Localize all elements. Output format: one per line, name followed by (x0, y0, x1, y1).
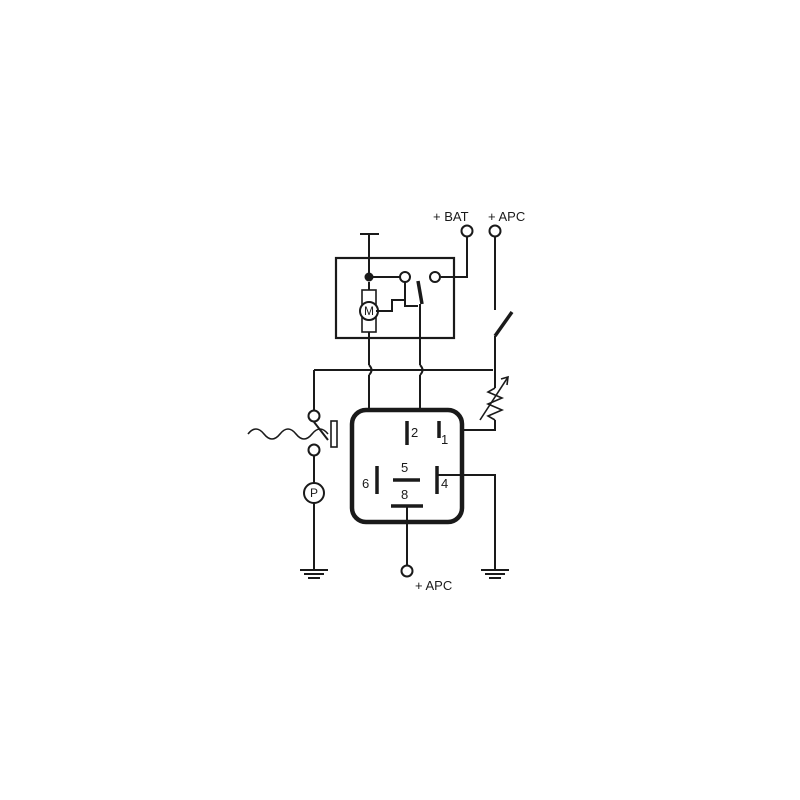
apc-switch-blade (493, 310, 514, 338)
pump-symbol: P (310, 486, 318, 500)
relay-pin-6-label: 6 (362, 476, 369, 491)
apc-terminal-bottom (400, 564, 414, 578)
motor-module-box (334, 256, 456, 340)
motor-symbol: M (364, 304, 374, 318)
pin4-ground-wire (437, 474, 496, 570)
relay-pin-8-label: 8 (401, 487, 408, 502)
module-contact-terminal-a (399, 271, 411, 283)
apc-terminal-top (488, 224, 502, 238)
relay-pin-4-label: 4 (441, 476, 448, 491)
variable-resistor-arrowhead (500, 375, 509, 386)
relay-pin-2-label: 2 (411, 425, 418, 440)
sensor-terminal-bottom (307, 443, 321, 457)
sensor-terminal-top (307, 409, 321, 423)
module-switch-wire (404, 282, 418, 307)
bat-terminal (460, 224, 474, 238)
ground-icon-left (300, 569, 328, 579)
bat-supply-label: + BAT (433, 209, 469, 224)
variable-resistor-icon (485, 387, 505, 421)
ground-icon-right (481, 569, 509, 579)
apc-supply-label-top: + APC (488, 209, 525, 224)
relay-pin-1-label: 1 (441, 432, 448, 447)
fluid-level-wave-icon (247, 428, 329, 440)
variable-resistor-arrow (479, 376, 509, 421)
sensor-switch-wire (313, 421, 329, 441)
motor-side-wire (376, 299, 405, 312)
sensor-element (330, 420, 338, 448)
module-contact-terminal-b (429, 271, 441, 283)
bat-wire (441, 237, 468, 278)
relay-pin-5-label: 5 (401, 460, 408, 475)
apc-supply-label-bottom: + APC (415, 578, 452, 593)
module-switch-blade (416, 280, 424, 305)
